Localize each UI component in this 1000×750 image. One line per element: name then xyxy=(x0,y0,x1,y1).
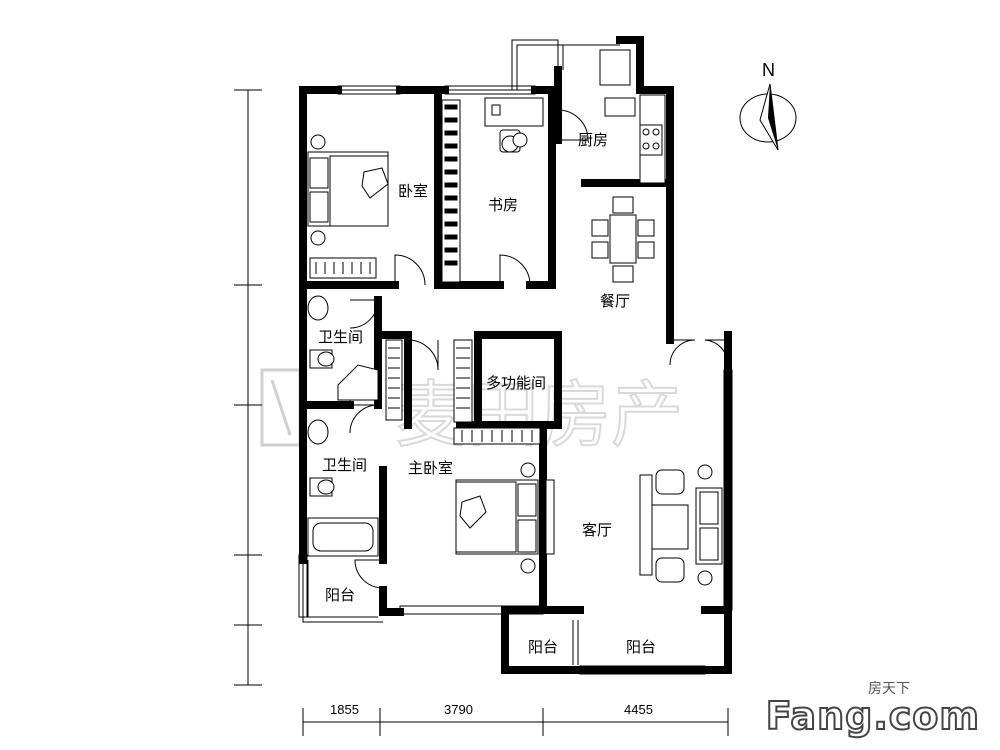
logo-top-text: 房天下 xyxy=(868,681,910,697)
bathtub-icon xyxy=(307,517,379,557)
room-label-study: 书房 xyxy=(488,196,518,214)
room-label-bath-2: 卫生间 xyxy=(322,456,367,474)
room-label-balcony-right: 阳台 xyxy=(626,638,656,656)
fang-logo: 房天下 Fang.com xyxy=(765,681,980,738)
room-label-bath-1: 卫生间 xyxy=(318,328,363,346)
room-label-master: 主卧室 xyxy=(408,459,453,477)
sofa-icon xyxy=(639,464,723,586)
room-label-kitchen: 厨房 xyxy=(578,131,608,149)
room-label-dining: 餐厅 xyxy=(600,292,630,310)
dimension-2: 3790 xyxy=(444,702,473,717)
vertical-dimension-line xyxy=(234,89,262,686)
windows xyxy=(298,39,733,675)
room-label-multi: 多功能间 xyxy=(486,374,546,392)
master-bed-icon xyxy=(455,462,555,574)
wardrobes xyxy=(309,99,541,445)
north-compass-icon xyxy=(739,83,797,151)
compass-north-label: N xyxy=(762,60,775,80)
desk-icon xyxy=(484,97,544,153)
room-label-balcony-left: 阳台 xyxy=(325,586,355,604)
dimension-1: 1855 xyxy=(330,702,359,717)
dimension-3: 4455 xyxy=(624,702,653,717)
room-label-bedroom: 卧室 xyxy=(398,182,428,200)
dining-table-icon xyxy=(591,196,655,283)
bed-icon xyxy=(307,134,389,246)
toilet-icon xyxy=(307,295,379,497)
logo-main-text: Fang.com xyxy=(765,694,980,738)
watermark-logo-icon xyxy=(260,368,302,447)
room-label-balcony-mid: 阳台 xyxy=(528,638,558,656)
room-label-living: 客厅 xyxy=(582,521,612,539)
horizontal-dimension-line xyxy=(302,708,729,736)
kitchen-appliance-icon xyxy=(599,49,666,184)
